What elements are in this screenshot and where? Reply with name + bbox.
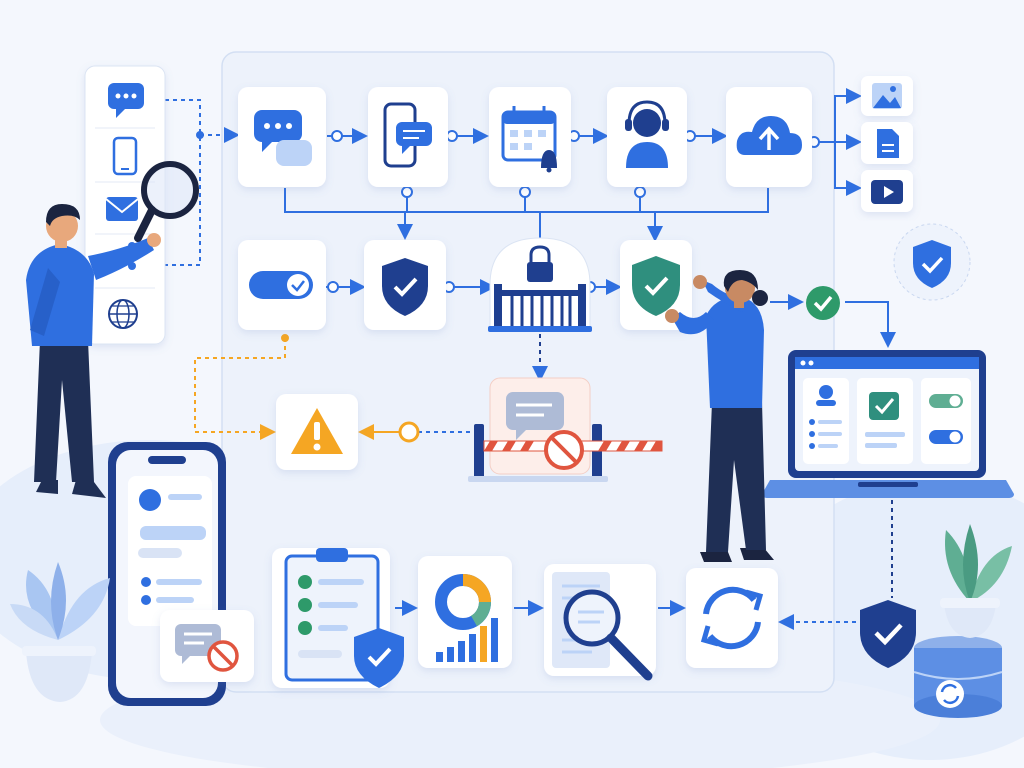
chat-messages-icon	[254, 110, 312, 166]
exception-node	[398, 421, 420, 443]
mobile-message-icon	[383, 102, 432, 168]
locked-gate-step[interactable]	[488, 237, 592, 332]
sync-step[interactable]	[686, 568, 778, 668]
warning-triangle-icon	[291, 408, 343, 454]
shield-check-green-icon	[632, 256, 680, 316]
video-file-output[interactable]	[861, 170, 913, 212]
document-output[interactable]	[861, 122, 913, 164]
cloud-upload-icon	[736, 116, 802, 155]
analyst-with-magnifier	[26, 161, 199, 498]
analytics-step[interactable]	[418, 556, 512, 668]
video-file-icon	[871, 180, 903, 204]
top-flow-row	[238, 76, 913, 212]
image-file-icon	[872, 83, 902, 109]
middle-flow-row	[238, 223, 971, 332]
checklist-shield-step[interactable]	[272, 548, 404, 688]
chat-messages-step[interactable]	[238, 87, 326, 187]
chat-bubble-icon[interactable]	[108, 83, 144, 118]
cloud-upload-step[interactable]	[726, 87, 812, 187]
plant-left	[10, 562, 110, 702]
image-file-output[interactable]	[861, 76, 913, 116]
calendar-alert-step[interactable]	[489, 87, 571, 187]
email-icon[interactable]	[105, 197, 139, 221]
shield-badge-icon	[893, 223, 971, 301]
operator-touching-shield	[665, 270, 774, 562]
blocked-message-icon	[160, 610, 254, 682]
laptop-device	[762, 350, 1014, 498]
analytics-chart-icon	[435, 574, 498, 662]
database-shield-icon	[860, 600, 1003, 718]
document-search-icon	[552, 572, 653, 681]
support-agent-step[interactable]	[607, 87, 687, 187]
mobile-message-step[interactable]	[368, 87, 448, 187]
phone-device	[108, 442, 254, 706]
document-icon	[877, 129, 899, 158]
smartphone-icon[interactable]	[112, 136, 138, 176]
toggle-check-icon	[249, 271, 313, 299]
exception-row	[276, 377, 663, 482]
sync-icon	[700, 586, 764, 650]
document-search-step[interactable]	[544, 564, 656, 681]
shield-check-icon	[382, 258, 428, 316]
checklist-shield-icon	[284, 548, 404, 688]
shield-check-step[interactable]	[364, 240, 446, 330]
locked-gate-icon	[488, 245, 592, 332]
laptop-dashboard-icon	[762, 350, 1014, 498]
toggle-check-step[interactable]	[238, 240, 326, 330]
calendar-alert-icon	[501, 106, 557, 173]
support-agent-icon	[625, 100, 669, 168]
check-circle-icon	[806, 286, 840, 320]
shield-check-green-step[interactable]	[620, 240, 692, 330]
bottom-flow-row	[272, 548, 1003, 718]
plant-right	[940, 524, 1012, 638]
blocked-message-barrier-icon	[468, 392, 663, 482]
globe-icon[interactable]	[108, 299, 138, 329]
database-shield-source	[860, 600, 1003, 718]
blocked-message-step[interactable]	[468, 377, 663, 482]
warning-step[interactable]	[276, 394, 358, 470]
